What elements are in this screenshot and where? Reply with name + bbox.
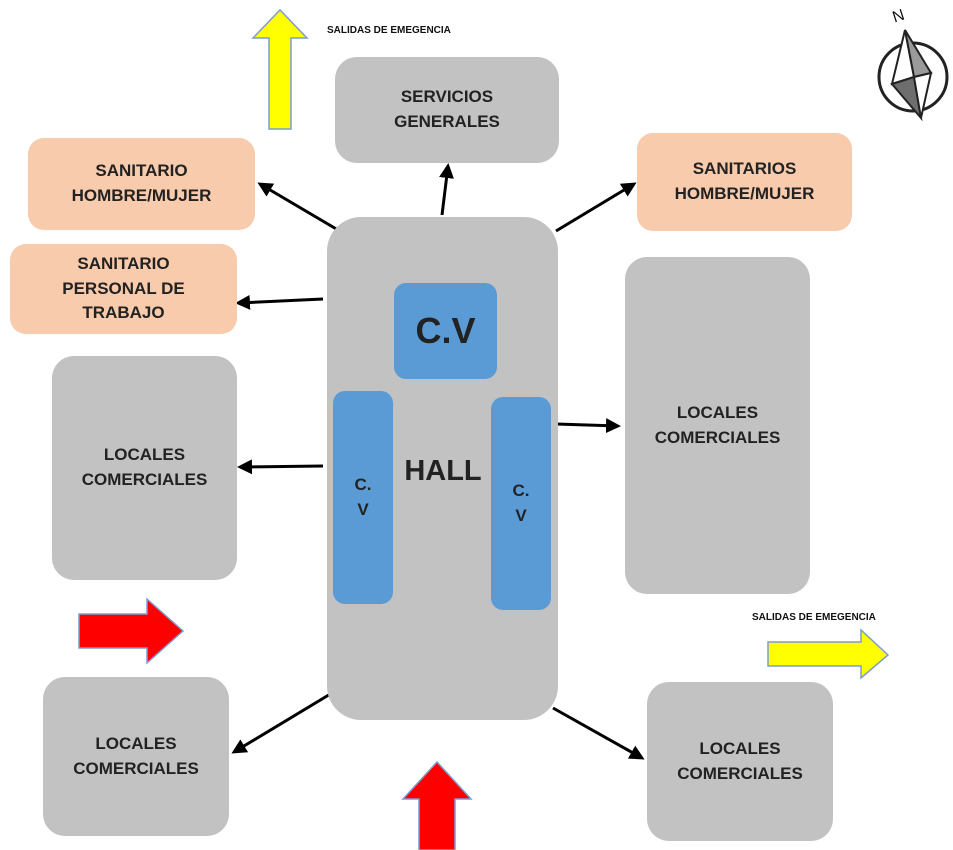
arrow-to-locales-bottom-left bbox=[231, 691, 333, 754]
arrow-to-locales-bottom-right bbox=[552, 706, 645, 760]
exit-label-right: SALIDAS DE EMEGENCIA bbox=[752, 612, 876, 623]
exit-label-top: SALIDAS DE EMEGENCIA bbox=[327, 25, 451, 36]
exit-arrow-up bbox=[251, 8, 309, 130]
servicios-generales: SERVICIOS GENERALES bbox=[335, 57, 559, 163]
cv-right: C. V bbox=[491, 397, 551, 610]
arrow-to-servicios bbox=[439, 163, 454, 216]
locales-comerciales-bottom-left: LOCALES COMERCIALES bbox=[43, 677, 229, 836]
locales-comerciales-right: LOCALES COMERCIALES bbox=[625, 257, 810, 594]
sanitario-hombre-mujer-left: SANITARIO HOMBRE/MUJER bbox=[28, 138, 255, 230]
entry-arrow-up bbox=[401, 760, 473, 850]
arrow-to-sanitario-left bbox=[257, 182, 339, 232]
sanitarios-hombre-mujer-right: SANITARIOS HOMBRE/MUJER bbox=[637, 133, 852, 231]
arrow-to-sanitarios-right bbox=[555, 182, 637, 233]
cv-top: C.V bbox=[394, 283, 497, 379]
cv-left: C. V bbox=[333, 391, 393, 604]
arrow-to-sanitario-personal bbox=[235, 294, 324, 310]
locales-comerciales-left: LOCALES COMERCIALES bbox=[52, 356, 237, 580]
entry-arrow-right bbox=[78, 597, 185, 665]
arrow-to-locales-left bbox=[237, 459, 324, 475]
sanitario-personal-trabajo: SANITARIO PERSONAL DE TRABAJO bbox=[10, 244, 237, 334]
locales-comerciales-bottom-right: LOCALES COMERCIALES bbox=[647, 682, 833, 841]
exit-arrow-right bbox=[767, 628, 890, 680]
arrow-to-locales-right bbox=[555, 418, 621, 434]
hall-label: HALL bbox=[404, 454, 482, 487]
